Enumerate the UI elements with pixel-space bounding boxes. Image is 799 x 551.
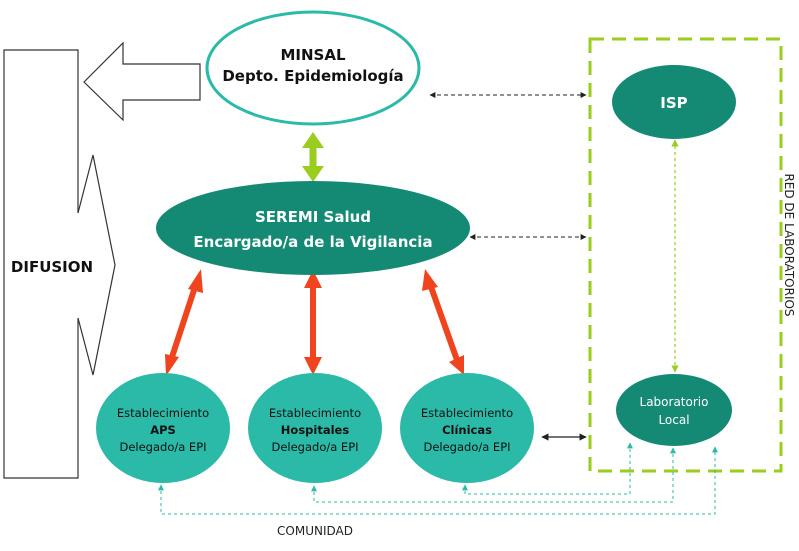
hospitales-line1: Establecimiento	[269, 406, 361, 420]
minsal-seremi-arrow	[302, 132, 324, 182]
aps-line1: Establecimiento	[117, 406, 209, 420]
laboratorio-line1: Laboratorio	[640, 395, 709, 409]
isp-node	[612, 65, 736, 139]
difusion-arrow	[83, 41, 201, 122]
seremi-node	[156, 181, 470, 275]
minsal-node	[205, 10, 421, 126]
seremi-clinicas-arrow	[422, 269, 464, 375]
seremi-title: SEREMI Salud	[255, 208, 371, 226]
isp-label: ISP	[660, 94, 687, 112]
laboratorio-line2: Local	[658, 413, 689, 427]
minsal-subtitle: Depto. Epidemiología	[222, 67, 403, 85]
clinicas-node	[400, 373, 534, 483]
aps-line3: Delegado/a EPI	[119, 440, 206, 454]
seremi-subtitle: Encargado/a de la Vigilancia	[193, 233, 432, 251]
aps-line2: APS	[150, 423, 176, 437]
hospitales-line2: Hospitales	[281, 423, 350, 437]
community-connectors	[158, 442, 718, 515]
aps-node	[96, 373, 230, 483]
community-label: COMUNIDAD	[277, 524, 353, 538]
hospitales-node	[248, 373, 382, 483]
laboratory-network-frame	[588, 37, 783, 473]
laboratory-network-label: RED DE LABORATORIOS	[782, 173, 796, 316]
clinicas-line3: Delegado/a EPI	[423, 440, 510, 454]
seremi-hospitales-arrow	[304, 270, 322, 375]
laboratorio-node	[616, 374, 732, 446]
hospitales-line3: Delegado/a EPI	[271, 440, 358, 454]
clinicas-line1: Establecimiento	[421, 406, 513, 420]
minsal-title: MINSAL	[280, 46, 345, 64]
difusion-panel	[3, 49, 116, 479]
seremi-aps-arrow	[165, 269, 203, 376]
difusion-label: DIFUSION	[11, 258, 93, 276]
clinicas-line2: Clínicas	[442, 423, 492, 437]
